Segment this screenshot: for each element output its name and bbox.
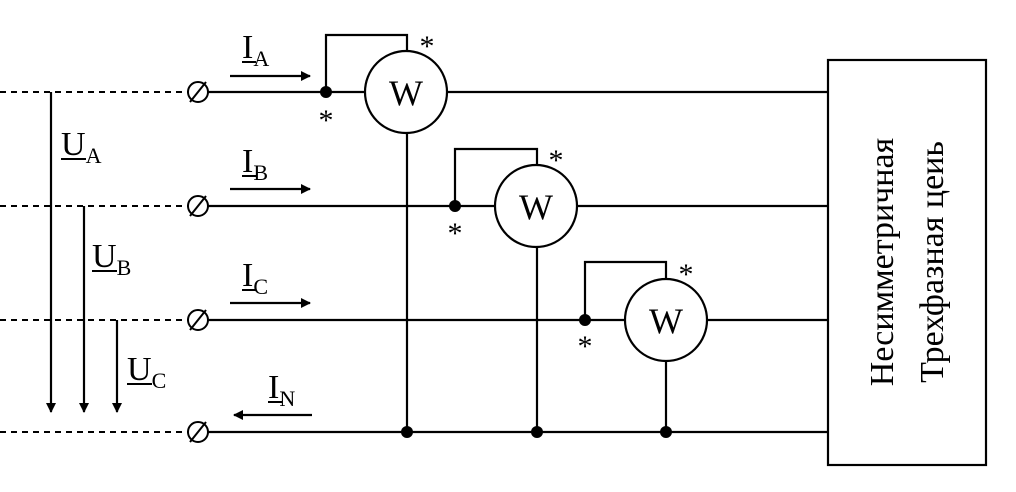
current-label-a-main: I <box>242 29 253 66</box>
current-label-c-sub: C <box>253 274 268 299</box>
voltage-label-c-sub: C <box>152 368 167 393</box>
polarity-mark-a-current: * <box>319 104 334 137</box>
svg-text:IC: IC <box>242 257 268 299</box>
wattmeter-a: W <box>363 49 449 135</box>
terminal-c <box>187 309 209 331</box>
current-label-c: IC <box>242 257 268 299</box>
current-label-a: IA <box>242 29 269 71</box>
voltage-label-a: UA <box>61 126 102 168</box>
wattmeter-c: W <box>623 277 709 363</box>
voltage-loop-c <box>583 260 668 320</box>
svg-text:IA: IA <box>242 29 269 71</box>
terminal-a <box>187 81 209 103</box>
current-label-n-sub: N <box>279 386 295 411</box>
polarity-mark-a-voltage: * <box>420 30 435 63</box>
load-label-line1: Несимметричная <box>864 137 901 386</box>
polarity-mark-c-current: * <box>578 330 593 363</box>
voltage-label-b-main: U <box>92 238 117 275</box>
load-box <box>826 58 988 467</box>
current-label-b-main: I <box>242 143 253 180</box>
voltage-loop-b <box>453 147 539 206</box>
terminal-n <box>187 421 209 443</box>
current-label-a-sub: A <box>253 46 269 71</box>
wattmeter-b: W <box>493 163 579 249</box>
terminal-b <box>187 195 209 217</box>
junction-dot <box>320 86 332 98</box>
wattmeter-b-label: W <box>519 187 553 227</box>
wattmeter-c-label: W <box>649 301 683 341</box>
load-label-line2: Трехфазная цеиь <box>914 141 951 383</box>
polarity-mark-c-voltage: * <box>679 258 694 291</box>
voltage-label-b: UB <box>92 238 131 280</box>
junction-dot <box>449 200 461 212</box>
current-label-b: IB <box>242 143 268 185</box>
svg-text:UA: UA <box>61 126 102 168</box>
current-label-n-main: I <box>268 369 279 406</box>
junction-dot <box>401 426 413 438</box>
voltage-loop-a <box>324 33 409 92</box>
svg-text:UB: UB <box>92 238 131 280</box>
current-label-n: IN <box>268 369 295 411</box>
junction-dot <box>531 426 543 438</box>
svg-text:IN: IN <box>268 369 295 411</box>
voltage-label-a-sub: A <box>86 143 102 168</box>
voltage-label-c: UC <box>127 351 166 393</box>
voltage-label-a-main: U <box>61 126 86 163</box>
wattmeter-a-label: W <box>389 73 423 113</box>
junction-dot <box>579 314 591 326</box>
svg-text:IB: IB <box>242 143 268 185</box>
svg-text:UC: UC <box>127 351 166 393</box>
voltage-label-c-main: U <box>127 351 152 388</box>
junction-dot <box>660 426 672 438</box>
polarity-mark-b-current: * <box>448 217 463 250</box>
voltage-label-b-sub: B <box>117 255 132 280</box>
current-label-c-main: I <box>242 257 253 294</box>
current-label-b-sub: B <box>253 160 268 185</box>
polarity-mark-b-voltage: * <box>549 144 564 177</box>
